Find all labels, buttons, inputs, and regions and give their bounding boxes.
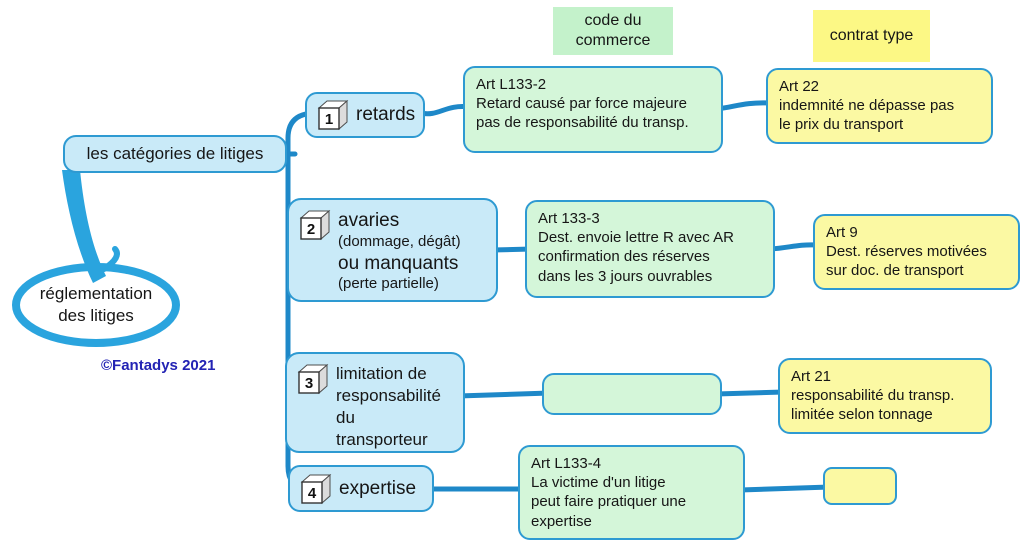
cube-4-number: 4 xyxy=(308,485,317,502)
branch-node-expertise: 4 expertise xyxy=(288,465,434,512)
cube-1-number: 1 xyxy=(325,111,333,128)
root-ellipse xyxy=(12,263,180,347)
row3-left-line xyxy=(455,390,553,399)
branch-3-label: limitation de responsabilité du transpor… xyxy=(336,364,441,450)
cube-1-icon: 1 xyxy=(317,99,349,131)
cube-4-icon: 4 xyxy=(300,473,332,504)
note-contrat-empty-row4 xyxy=(823,467,897,505)
branch-1-label: retards xyxy=(356,104,416,126)
note-art-L133-2: Art L133-2 Retard causé par force majeur… xyxy=(463,66,723,153)
row3-right-line xyxy=(713,389,787,397)
branch-node-retards: 1 retards xyxy=(305,92,425,138)
note-art-L133-4: Art L133-4 La victime d'un litige peut f… xyxy=(518,445,745,540)
cube-2-number: 2 xyxy=(307,221,315,238)
branch-2-line-3: ou manquants xyxy=(338,252,459,274)
cube-3-icon: 3 xyxy=(297,363,329,395)
hub-node-categories-de-litiges: les catégories de litiges xyxy=(63,135,287,173)
root-topic-label: réglementation des litiges xyxy=(39,284,153,326)
root-ellipse-tail xyxy=(101,246,120,272)
column-header-contrat-type: contrat type xyxy=(813,10,930,62)
branch-node-limitation: 3 limitation de responsabilité du transp… xyxy=(285,352,465,453)
note-art-22: Art 22 indemnité ne dépasse pas le prix … xyxy=(766,68,993,144)
note-art-9: Art 9 Dest. réserves motivées sur doc. d… xyxy=(813,214,1020,290)
note-art-21: Art 21 responsabilité du transp. limitée… xyxy=(778,358,992,434)
branch-2-line-4: (perte partielle) xyxy=(338,275,439,293)
branch-4-label: expertise xyxy=(339,477,417,499)
row1-right-line xyxy=(713,100,775,112)
brush-stroke-connector xyxy=(62,170,106,283)
branch-2-line-1: avaries xyxy=(338,210,400,231)
branch-node-avaries: 2 avaries (dommage, dégât) ou manquants … xyxy=(287,198,498,302)
branch-2-label: avaries (dommage, dégât) ou manquants (p… xyxy=(338,209,461,294)
cube-2-icon: 2 xyxy=(299,209,331,241)
copyright-text: ©Fantadys 2021 xyxy=(101,357,216,374)
row4-right-line xyxy=(737,484,833,493)
note-code-empty-row3 xyxy=(542,373,722,415)
row2-right-line xyxy=(767,242,821,252)
note-art-133-3: Art 133-3 Dest. envoie lettre R avec AR … xyxy=(525,200,775,298)
column-header-code-du-commerce: code du commerce xyxy=(553,7,673,55)
cube-3-number: 3 xyxy=(305,375,313,392)
branch-2-line-2: (dommage, dégât) xyxy=(338,232,461,250)
